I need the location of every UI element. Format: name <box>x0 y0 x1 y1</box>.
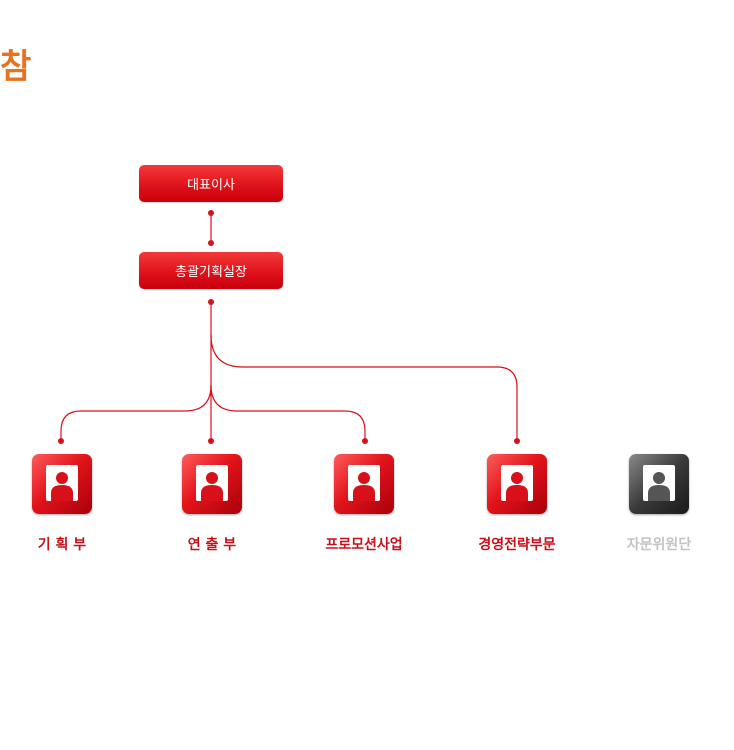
door-frame <box>196 465 228 501</box>
connector-dot <box>58 438 64 444</box>
door-frame <box>348 465 380 501</box>
connector-strategy <box>210 334 518 440</box>
dept-planning-label[interactable]: 기 획 부 <box>37 537 87 553</box>
connector-promotion <box>210 384 366 440</box>
page-title: 참 <box>0 47 32 87</box>
dept-advisory-label[interactable]: 자문위원단 <box>626 537 692 553</box>
dept-directing-label[interactable]: 연 출 부 <box>187 537 237 553</box>
dept-promotion-icon[interactable] <box>334 454 394 514</box>
dept-strategy-label[interactable]: 경영전략부문 <box>478 537 556 553</box>
dept-strategy-icon[interactable] <box>487 454 547 514</box>
door-frame <box>501 465 533 501</box>
person-icon <box>506 472 528 501</box>
dept-advisory-icon[interactable] <box>629 454 689 514</box>
planning-head-box[interactable]: 총괄기획실장 <box>139 252 283 289</box>
connector-dot <box>208 240 214 246</box>
connector-dot <box>208 438 214 444</box>
dept-directing-icon[interactable] <box>182 454 242 514</box>
connector-dot <box>514 438 520 444</box>
dept-promotion-label[interactable]: 프로모션사업 <box>325 537 403 553</box>
person-icon <box>353 472 375 501</box>
person-icon <box>648 472 670 501</box>
connector-dot <box>208 299 214 305</box>
connector-dot <box>362 438 368 444</box>
person-icon <box>201 472 223 501</box>
person-icon <box>51 472 73 501</box>
door-frame <box>46 465 78 501</box>
dept-planning-icon[interactable] <box>32 454 92 514</box>
connector-planning <box>60 384 212 440</box>
connector-dot <box>208 210 214 216</box>
door-frame <box>643 465 675 501</box>
ceo-box[interactable]: 대표이사 <box>139 165 283 202</box>
